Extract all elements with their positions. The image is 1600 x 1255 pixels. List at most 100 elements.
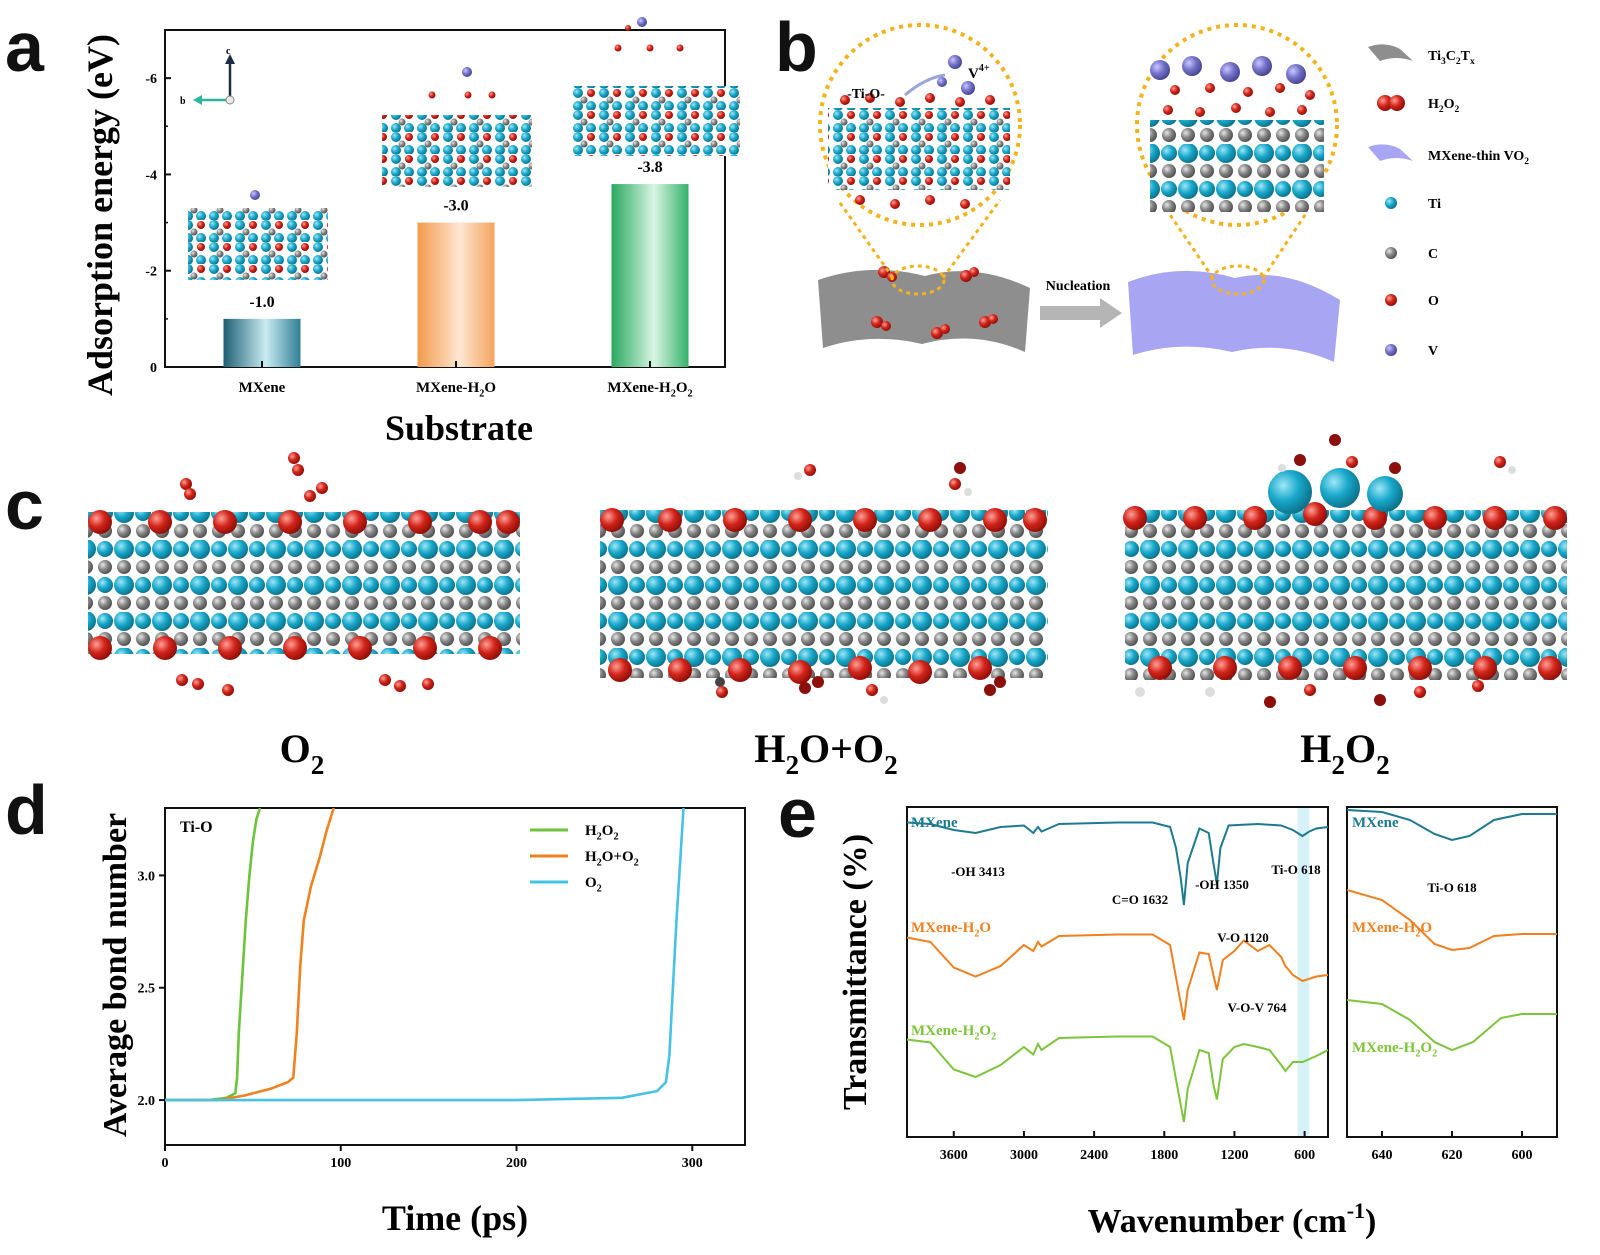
e-series-label-1: MXene-H2O bbox=[911, 920, 991, 940]
water-molecules-a bbox=[428, 91, 496, 99]
zoom-slab-2 bbox=[1150, 120, 1324, 212]
e-zoom-series-line-0 bbox=[1347, 809, 1557, 842]
d-ytick-label-0: 2.0 bbox=[138, 1094, 156, 1109]
v-atom-h2o bbox=[462, 67, 472, 77]
panel-a-xticks: MXene MXene-H2O MXene-H2O2 bbox=[239, 361, 693, 400]
structure-mxene bbox=[188, 208, 328, 280]
a-xtick-label-1: MXene-H2O bbox=[416, 380, 496, 400]
d-ytick-label-2: 3.0 bbox=[138, 869, 156, 884]
panel-b-schematic: -Ti-O- V4+ Nucleation Ti3C2TxH2O2MXene-t… bbox=[818, 23, 1529, 362]
panel-d-yticks: 2.0 2.5 3.0 bbox=[138, 869, 165, 1109]
panel-a-bars: -1.0 -3.0 -3.8 bbox=[223, 159, 689, 367]
e-xtick-label-5: 600 bbox=[1294, 1148, 1315, 1163]
a-xtick-label-2: MXene-H2O2 bbox=[607, 380, 692, 400]
e-zoom-series-line-2 bbox=[1347, 999, 1557, 1052]
structure-mxene-h2o2 bbox=[572, 86, 740, 156]
d-xtick-label-0: 0 bbox=[162, 1156, 169, 1171]
o-surface-1 bbox=[840, 93, 995, 209]
e-xtick-label-3: 1800 bbox=[1150, 1148, 1178, 1163]
panel-a-ylabel: Adsorption energy (eV) bbox=[80, 34, 120, 396]
mxene-sheet bbox=[818, 269, 1030, 352]
e-xtick-label-1: 3000 bbox=[1010, 1148, 1038, 1163]
e-zoom-xtick-label-1: 620 bbox=[1442, 1148, 1463, 1163]
panel-e-ylabel: Transmittance (%) bbox=[837, 834, 874, 1110]
e-series-line-0 bbox=[907, 821, 1328, 906]
c-label-0: O2 bbox=[280, 726, 325, 780]
tio-label: -Ti-O- bbox=[847, 87, 885, 102]
legend-label-1: H2O2 bbox=[1428, 97, 1460, 115]
snapshot-o2 bbox=[88, 452, 520, 696]
c-label-1: H2O+O2 bbox=[754, 726, 897, 780]
v-layer bbox=[1150, 56, 1315, 117]
structure-mxene-h2o bbox=[382, 115, 532, 187]
legend-icon-3 bbox=[1385, 197, 1397, 209]
axis-b-label: b bbox=[180, 96, 186, 107]
legend-icon-5 bbox=[1385, 294, 1397, 306]
nucleation-label: Nucleation bbox=[1046, 279, 1111, 294]
panel-letter-c: c bbox=[5, 466, 44, 544]
legend-icon-4 bbox=[1385, 247, 1397, 259]
bar-value-label-2: -3.8 bbox=[637, 159, 662, 176]
legend-label-3: Ti bbox=[1428, 197, 1441, 212]
e-zoom-series-line-1 bbox=[1347, 889, 1557, 952]
d-legend-label-1: H2O+O2 bbox=[585, 849, 639, 869]
axis-c-label: c bbox=[226, 46, 231, 57]
d-xtick-label-3: 300 bbox=[682, 1156, 703, 1171]
legend-icon-2 bbox=[1368, 144, 1413, 161]
panel-letter-b: b bbox=[775, 8, 818, 86]
panel-letter-a: a bbox=[5, 8, 44, 86]
ti-o-highlight-band bbox=[1297, 808, 1310, 1136]
e-zoom-series-label-0: MXene bbox=[1352, 815, 1399, 831]
annot-co1632: C=O 1632 bbox=[1112, 892, 1168, 907]
d-xtick-label-1: 100 bbox=[330, 1156, 351, 1171]
panel-d-series bbox=[165, 808, 685, 1102]
v4-label: V4+ bbox=[968, 63, 990, 82]
bar-2 bbox=[611, 184, 689, 367]
legend-icon-0 bbox=[1368, 44, 1413, 61]
panel-letter-d: d bbox=[5, 771, 48, 849]
legend-label-5: O bbox=[1428, 294, 1439, 309]
v-atom-h2o2 bbox=[637, 17, 647, 27]
panel-d-frame bbox=[164, 807, 746, 1146]
panel-e-frame-zoom bbox=[1346, 806, 1558, 1138]
bar-value-label-0: -1.0 bbox=[249, 294, 274, 311]
panel-e-xlabel: Wavenumber (cm-1) bbox=[1088, 1198, 1377, 1240]
snapshot-h2o2 bbox=[1123, 434, 1567, 708]
snapshot-h2o-o2 bbox=[600, 462, 1048, 704]
e-xtick-label-2: 2400 bbox=[1080, 1148, 1108, 1163]
v-atom-mxene bbox=[250, 190, 260, 200]
annot-tio618-zoom: Ti-O 618 bbox=[1427, 880, 1477, 895]
a-ytick-label-3: -6 bbox=[145, 72, 157, 87]
annot-oh1350: -OH 1350 bbox=[1195, 877, 1249, 892]
e-xtick-label-4: 1200 bbox=[1220, 1148, 1248, 1163]
legend-label-0: Ti3C2Tx bbox=[1428, 49, 1475, 67]
e-series-line-2 bbox=[907, 1035, 1328, 1123]
e-series-line-1 bbox=[907, 933, 1328, 1021]
annot-vov764: V-O-V 764 bbox=[1227, 1000, 1287, 1015]
annot-oh3413: -OH 3413 bbox=[951, 864, 1005, 879]
panel-a-xlabel: Substrate bbox=[385, 408, 533, 448]
annot-vo1120: V-O 1120 bbox=[1217, 930, 1268, 945]
d-series-line-0 bbox=[165, 808, 262, 1102]
e-series-label-0: MXene bbox=[911, 815, 958, 831]
bar-value-label-1: -3.0 bbox=[443, 198, 468, 215]
e-zoom-series-label-2: MXene-H2O2 bbox=[1352, 1040, 1437, 1060]
d-ytick-label-1: 2.5 bbox=[138, 982, 156, 997]
d-series-line-1 bbox=[165, 808, 335, 1102]
a-xtick-label-0: MXene bbox=[239, 380, 286, 396]
nucleation-arrow bbox=[1040, 298, 1122, 328]
a-ytick-label-2: -4 bbox=[145, 168, 157, 183]
peroxide-molecules-a bbox=[614, 25, 684, 52]
vo2-sheet bbox=[1128, 270, 1340, 362]
e-series-label-2: MXene-H2O2 bbox=[911, 1023, 996, 1043]
